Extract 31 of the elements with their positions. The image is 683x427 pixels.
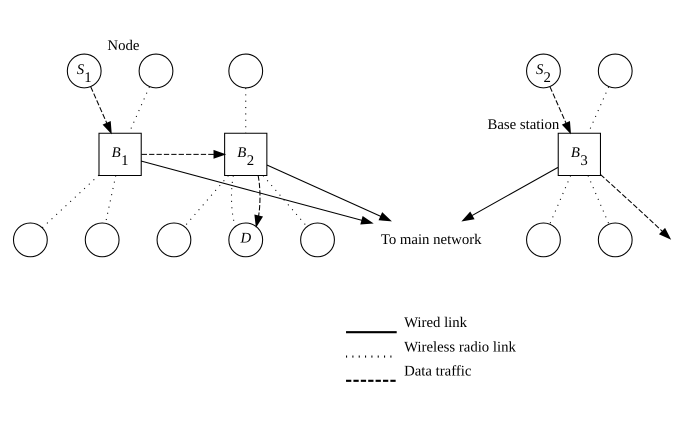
node-circle bbox=[228, 53, 263, 88]
arrow bbox=[549, 86, 571, 134]
connector bbox=[548, 174, 571, 224]
node-circle bbox=[156, 222, 191, 257]
connector bbox=[230, 175, 236, 226]
node-label: Node bbox=[106, 38, 139, 54]
arrow bbox=[141, 149, 226, 158]
connector bbox=[184, 174, 228, 226]
arrow bbox=[600, 174, 671, 240]
node-circle bbox=[84, 222, 120, 257]
connector bbox=[104, 174, 116, 223]
arrow bbox=[460, 166, 558, 222]
node-label: Base station bbox=[487, 116, 559, 133]
legend-label: Wired link bbox=[404, 314, 467, 331]
connector bbox=[42, 174, 99, 228]
arrow bbox=[140, 160, 374, 224]
legend-label: Data traffic bbox=[404, 363, 471, 380]
arrow bbox=[254, 175, 263, 228]
node-circle bbox=[597, 222, 632, 257]
node-circle: D bbox=[228, 222, 263, 257]
node-circle bbox=[12, 222, 48, 257]
arrow bbox=[266, 164, 392, 221]
connector bbox=[587, 174, 609, 224]
legend-label: Wireless radio link bbox=[404, 338, 516, 355]
connector bbox=[262, 174, 307, 226]
node-circle bbox=[138, 53, 173, 88]
arrow bbox=[90, 86, 112, 134]
node-text: To main network bbox=[380, 231, 482, 248]
node-circle bbox=[597, 53, 632, 88]
node-circle bbox=[300, 222, 334, 257]
node-circle bbox=[526, 222, 560, 257]
